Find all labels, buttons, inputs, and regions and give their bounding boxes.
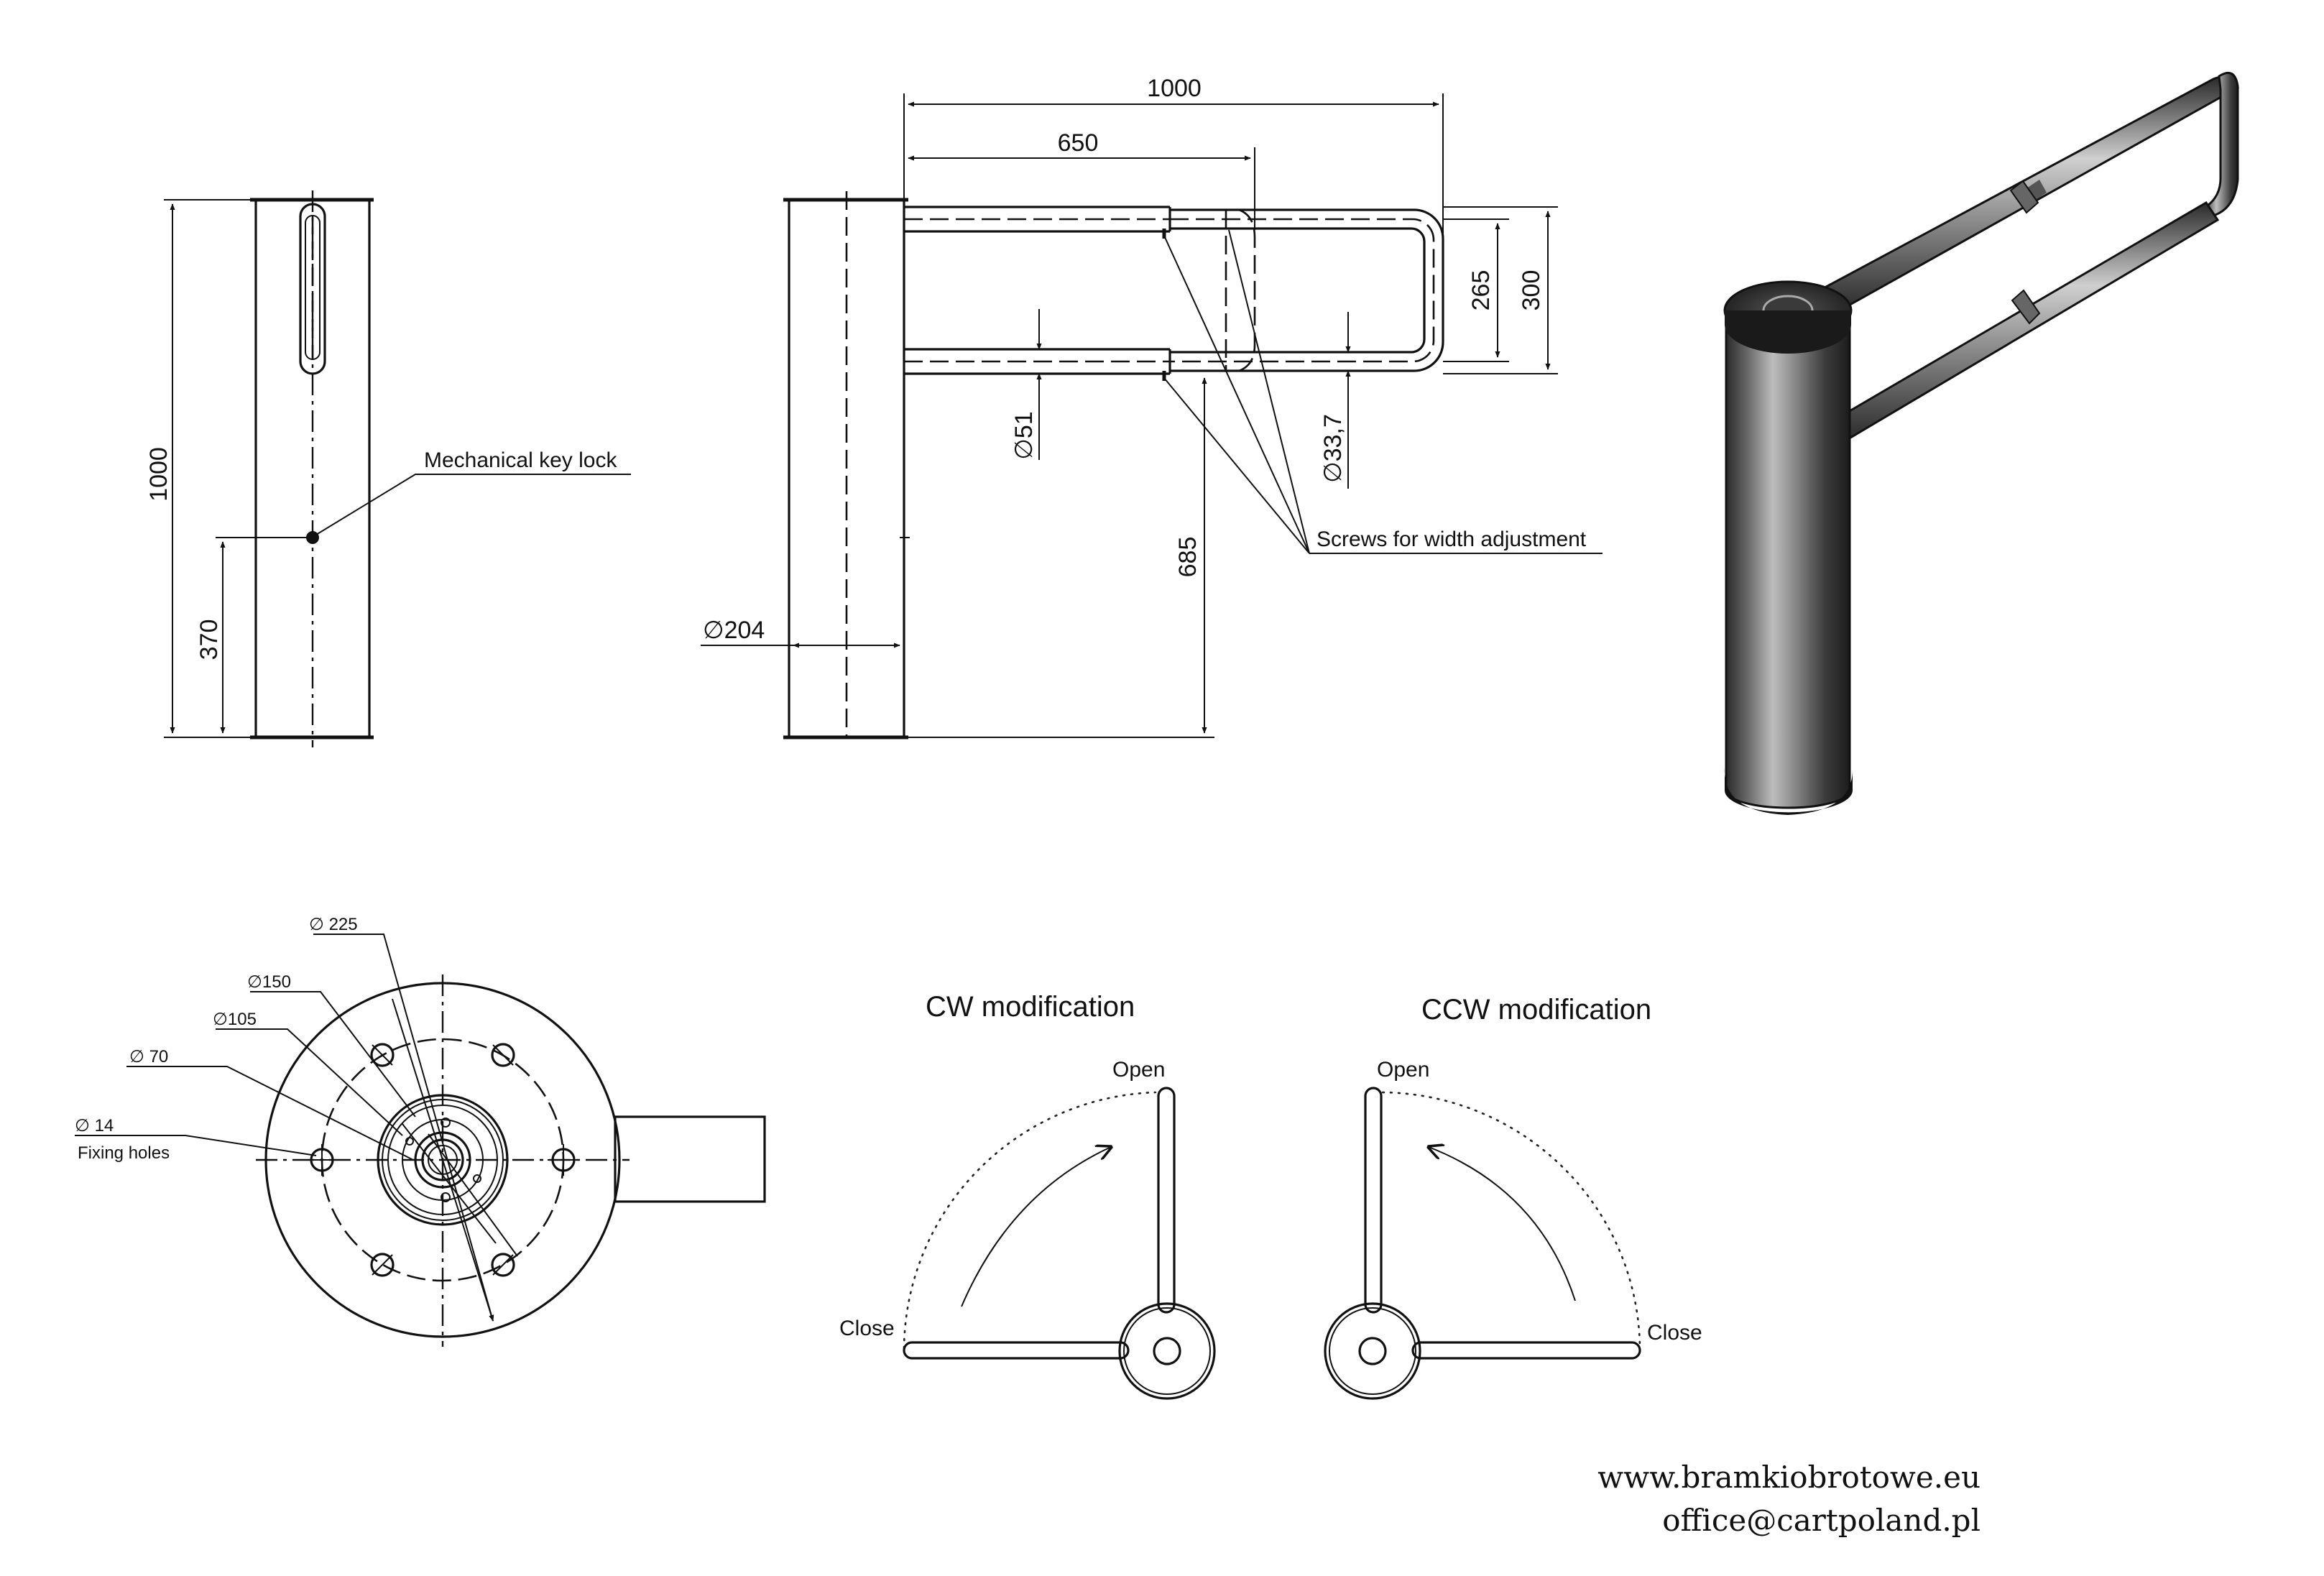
cw-modification: CW modification Open Close xyxy=(839,991,1216,1400)
website-link[interactable]: www.bramkiobrotowe.eu xyxy=(1597,1460,1981,1495)
ccw-close-label: Close xyxy=(1647,1321,1702,1345)
ccw-modification: CCW modification Open Close xyxy=(1324,994,1702,1400)
key-lock-callout: Mechanical key lock xyxy=(424,448,617,472)
contact-info: www.bramkiobrotowe.eu office@cartpoland.… xyxy=(1597,1460,1981,1538)
dia-70-label: ∅ 70 xyxy=(129,1047,168,1066)
fixing-holes xyxy=(306,1043,579,1277)
front-height-label: 1000 xyxy=(145,447,172,502)
dia-105-label: ∅105 xyxy=(213,1010,257,1029)
outer-width-label: 300 xyxy=(1518,270,1545,311)
email-link[interactable]: office@cartpoland.pl xyxy=(1662,1503,1981,1538)
base-plate-view: ∅ 225 ∅150 ∅105 ∅ 70 ∅ 14 Fixing holes xyxy=(75,915,766,1347)
cw-arm-open xyxy=(1157,1087,1176,1314)
front-view: 1000 370 Mechanical key lock xyxy=(145,190,631,747)
cw-arm-close xyxy=(903,1341,1130,1360)
ccw-arm-open xyxy=(1364,1087,1383,1314)
screws-callout: Screws for width adjustment xyxy=(1317,527,1587,551)
side-view: 1000 650 265 300 685 ∅204 ∅51 ∅33,7 xyxy=(701,75,1603,739)
base-arm-stub xyxy=(614,1115,766,1203)
arm-height-label: 685 xyxy=(1174,537,1202,578)
dia-150-label: ∅150 xyxy=(247,972,291,992)
front-handle xyxy=(299,203,326,375)
cw-open-label: Open xyxy=(1112,1058,1165,1082)
ccw-open-label: Open xyxy=(1377,1058,1429,1082)
tube-diameter-small: ∅33,7 xyxy=(1319,414,1347,483)
cw-title: CW modification xyxy=(926,991,1135,1023)
turnstile-3d-render xyxy=(1723,71,2239,815)
cw-post xyxy=(1118,1302,1216,1400)
dia-225-label: ∅ 225 xyxy=(309,915,358,934)
dia-14-label: ∅ 14 xyxy=(75,1116,114,1135)
ccw-post xyxy=(1324,1302,1421,1400)
ccw-arm-close xyxy=(1411,1341,1641,1360)
inner-width-label: 265 xyxy=(1467,270,1495,311)
ccw-title: CCW modification xyxy=(1421,994,1651,1026)
cw-close-label: Close xyxy=(839,1317,895,1340)
tube-diameter-large: ∅51 xyxy=(1010,411,1038,459)
fixing-holes-label: Fixing holes xyxy=(78,1143,170,1163)
post-diameter-label: ∅204 xyxy=(703,617,765,644)
side-length-label: 1000 xyxy=(1147,75,1202,102)
render-post xyxy=(1725,315,1851,809)
key-lock-dot xyxy=(306,531,319,544)
arm-length-label: 650 xyxy=(1058,129,1099,157)
lock-height-label: 370 xyxy=(195,619,223,660)
side-arm-bend xyxy=(1170,208,1444,372)
